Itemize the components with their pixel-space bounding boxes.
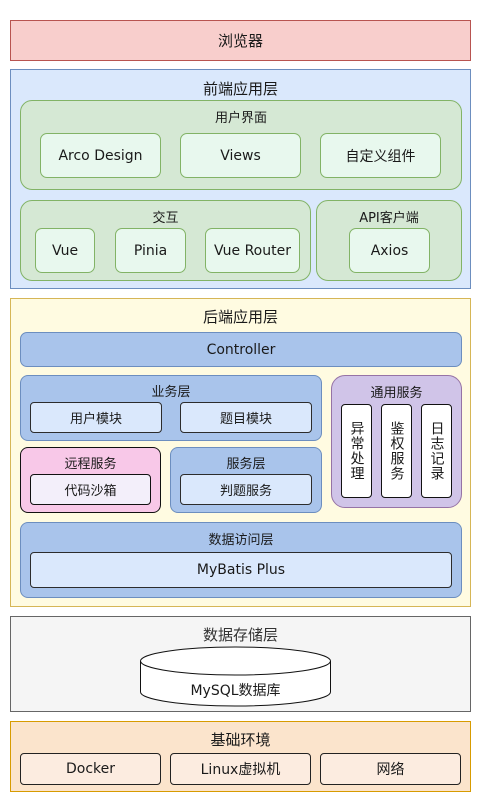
logging-node: 日志记录	[421, 404, 452, 498]
judge-service-node: 判题服务	[180, 474, 312, 505]
pinia-node: Pinia	[115, 228, 186, 273]
storage-layer: 数据存储层 MySQL数据库	[10, 616, 471, 712]
interaction-group: 交互 Vue Pinia Vue Router	[20, 200, 311, 281]
custom-components-label: 自定义组件	[345, 148, 416, 165]
user-module-label: 用户模块	[69, 412, 122, 427]
api-client-group: API客户端 Axios	[316, 200, 462, 281]
views-node: Views	[180, 133, 301, 178]
exception-handling-node: 异常处理	[341, 404, 372, 498]
vue-router-label: Vue Router	[214, 242, 291, 259]
judge-service-label: 判题服务	[219, 484, 272, 499]
exception-handling-label: 异常处理	[348, 421, 365, 481]
backend-layer: 后端应用层 Controller 业务层 用户模块 题目模块 通用服务 异常处理…	[10, 298, 471, 607]
axios-label: Axios	[370, 242, 409, 259]
mysql-database-label: MySQL数据库	[190, 683, 281, 699]
auth-service-node: 鉴权服务	[381, 404, 412, 498]
views-label: Views	[220, 147, 261, 164]
storage-title: 数据存储层	[202, 626, 278, 644]
remote-service-group: 远程服务 代码沙箱	[20, 447, 161, 513]
remote-service-title: 远程服务	[64, 457, 117, 472]
code-sandbox-node: 代码沙箱	[30, 474, 151, 505]
problem-module-label: 题目模块	[219, 412, 272, 427]
arco-design-node: Arco Design	[40, 133, 161, 178]
business-group: 业务层 用户模块 题目模块	[20, 375, 322, 441]
mybatis-plus-node: MyBatis Plus	[30, 552, 452, 588]
interaction-title: 交互	[152, 211, 179, 226]
network-label: 网络	[376, 762, 405, 778]
api-client-title: API客户端	[359, 211, 419, 226]
docker-label: Docker	[65, 761, 116, 777]
linux-vm-label: Linux虚拟机	[200, 762, 281, 778]
logging-label: 日志记录	[428, 421, 445, 481]
browser-layer: 浏览器	[10, 20, 471, 61]
business-title: 业务层	[151, 385, 191, 400]
mybatis-plus-label: MyBatis Plus	[196, 562, 286, 578]
service-layer-group: 服务层 判题服务	[170, 447, 322, 513]
pinia-label: Pinia	[133, 242, 168, 259]
auth-service-label: 鉴权服务	[388, 421, 405, 481]
frontend-layer: 前端应用层 用户界面 Arco Design Views 自定义组件 交互 Vu…	[10, 69, 471, 289]
infrastructure-layer: 基础环境 Docker Linux虚拟机 网络	[10, 721, 471, 792]
network-node: 网络	[320, 753, 461, 785]
frontend-title: 前端应用层	[202, 80, 278, 98]
database-cylinder-icon	[140, 646, 331, 707]
ui-title: 用户界面	[214, 111, 267, 126]
controller-node: Controller	[20, 332, 462, 367]
code-sandbox-label: 代码沙箱	[64, 484, 117, 499]
vue-label: Vue	[51, 242, 79, 259]
data-access-group: 数据访问层 MyBatis Plus	[20, 522, 462, 598]
browser-label: 浏览器	[217, 32, 263, 50]
vue-router-node: Vue Router	[205, 228, 300, 273]
common-services-title: 通用服务	[370, 386, 423, 401]
infrastructure-title: 基础环境	[210, 731, 271, 749]
vue-node: Vue	[35, 228, 95, 273]
common-services-group: 通用服务 异常处理 鉴权服务 日志记录	[331, 375, 462, 508]
service-layer-title: 服务层	[226, 457, 266, 472]
linux-vm-node: Linux虚拟机	[170, 753, 311, 785]
controller-label: Controller	[206, 341, 276, 358]
backend-title: 后端应用层	[202, 308, 278, 326]
problem-module-node: 题目模块	[180, 402, 312, 433]
custom-components-node: 自定义组件	[320, 133, 441, 178]
docker-node: Docker	[20, 753, 161, 785]
user-module-node: 用户模块	[30, 402, 162, 433]
axios-node: Axios	[349, 228, 430, 273]
ui-group: 用户界面 Arco Design Views 自定义组件	[20, 100, 462, 190]
arco-design-label: Arco Design	[58, 147, 143, 164]
data-access-title: 数据访问层	[208, 533, 274, 548]
